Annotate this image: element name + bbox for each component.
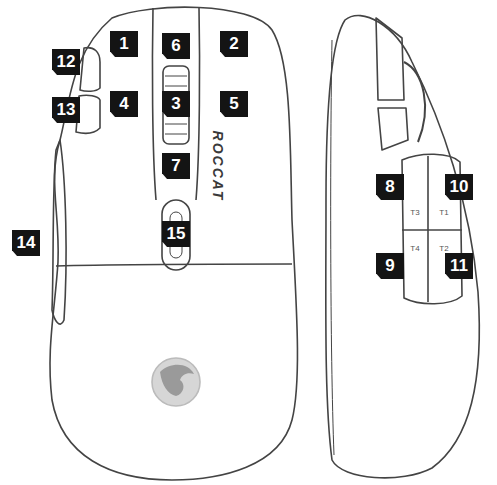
scroll-wheel (163, 66, 189, 144)
callout-number: 1 (110, 31, 138, 57)
callout-number: 15 (162, 221, 190, 247)
callout-number: 4 (110, 91, 138, 117)
brand-logo-text: ROCCAT (210, 131, 226, 202)
mouse-body-side (326, 16, 480, 478)
side-top-button (378, 108, 408, 150)
palm-divider (56, 264, 292, 266)
callout-number: 8 (376, 174, 404, 200)
button-marking: T4 (409, 244, 420, 253)
side-top-button (376, 18, 404, 100)
dpi-button (162, 200, 190, 270)
callout-number: 2 (220, 31, 248, 57)
button-marking: T1 (438, 208, 449, 217)
mouse-body-top (50, 7, 297, 480)
callout-number: 6 (162, 33, 190, 59)
callout-number: 5 (220, 91, 248, 117)
callout-number: 3 (162, 91, 190, 117)
side-scroll-wheel (404, 62, 425, 142)
button-divider (152, 8, 156, 200)
button-divider (196, 8, 200, 200)
callout-number: 14 (12, 230, 40, 256)
thumb-button (52, 140, 66, 324)
callout-number: 9 (376, 253, 404, 279)
button-marking: T3 (409, 208, 420, 217)
callout-number: 11 (445, 253, 473, 279)
side-button (80, 48, 100, 92)
callout-number: 12 (52, 49, 80, 75)
callout-number: 7 (162, 153, 190, 179)
panther-logo (152, 358, 200, 406)
button-marking: T2 (438, 244, 449, 253)
callout-number: 10 (445, 174, 473, 200)
side-edge (331, 40, 334, 455)
callout-number: 13 (52, 97, 80, 123)
